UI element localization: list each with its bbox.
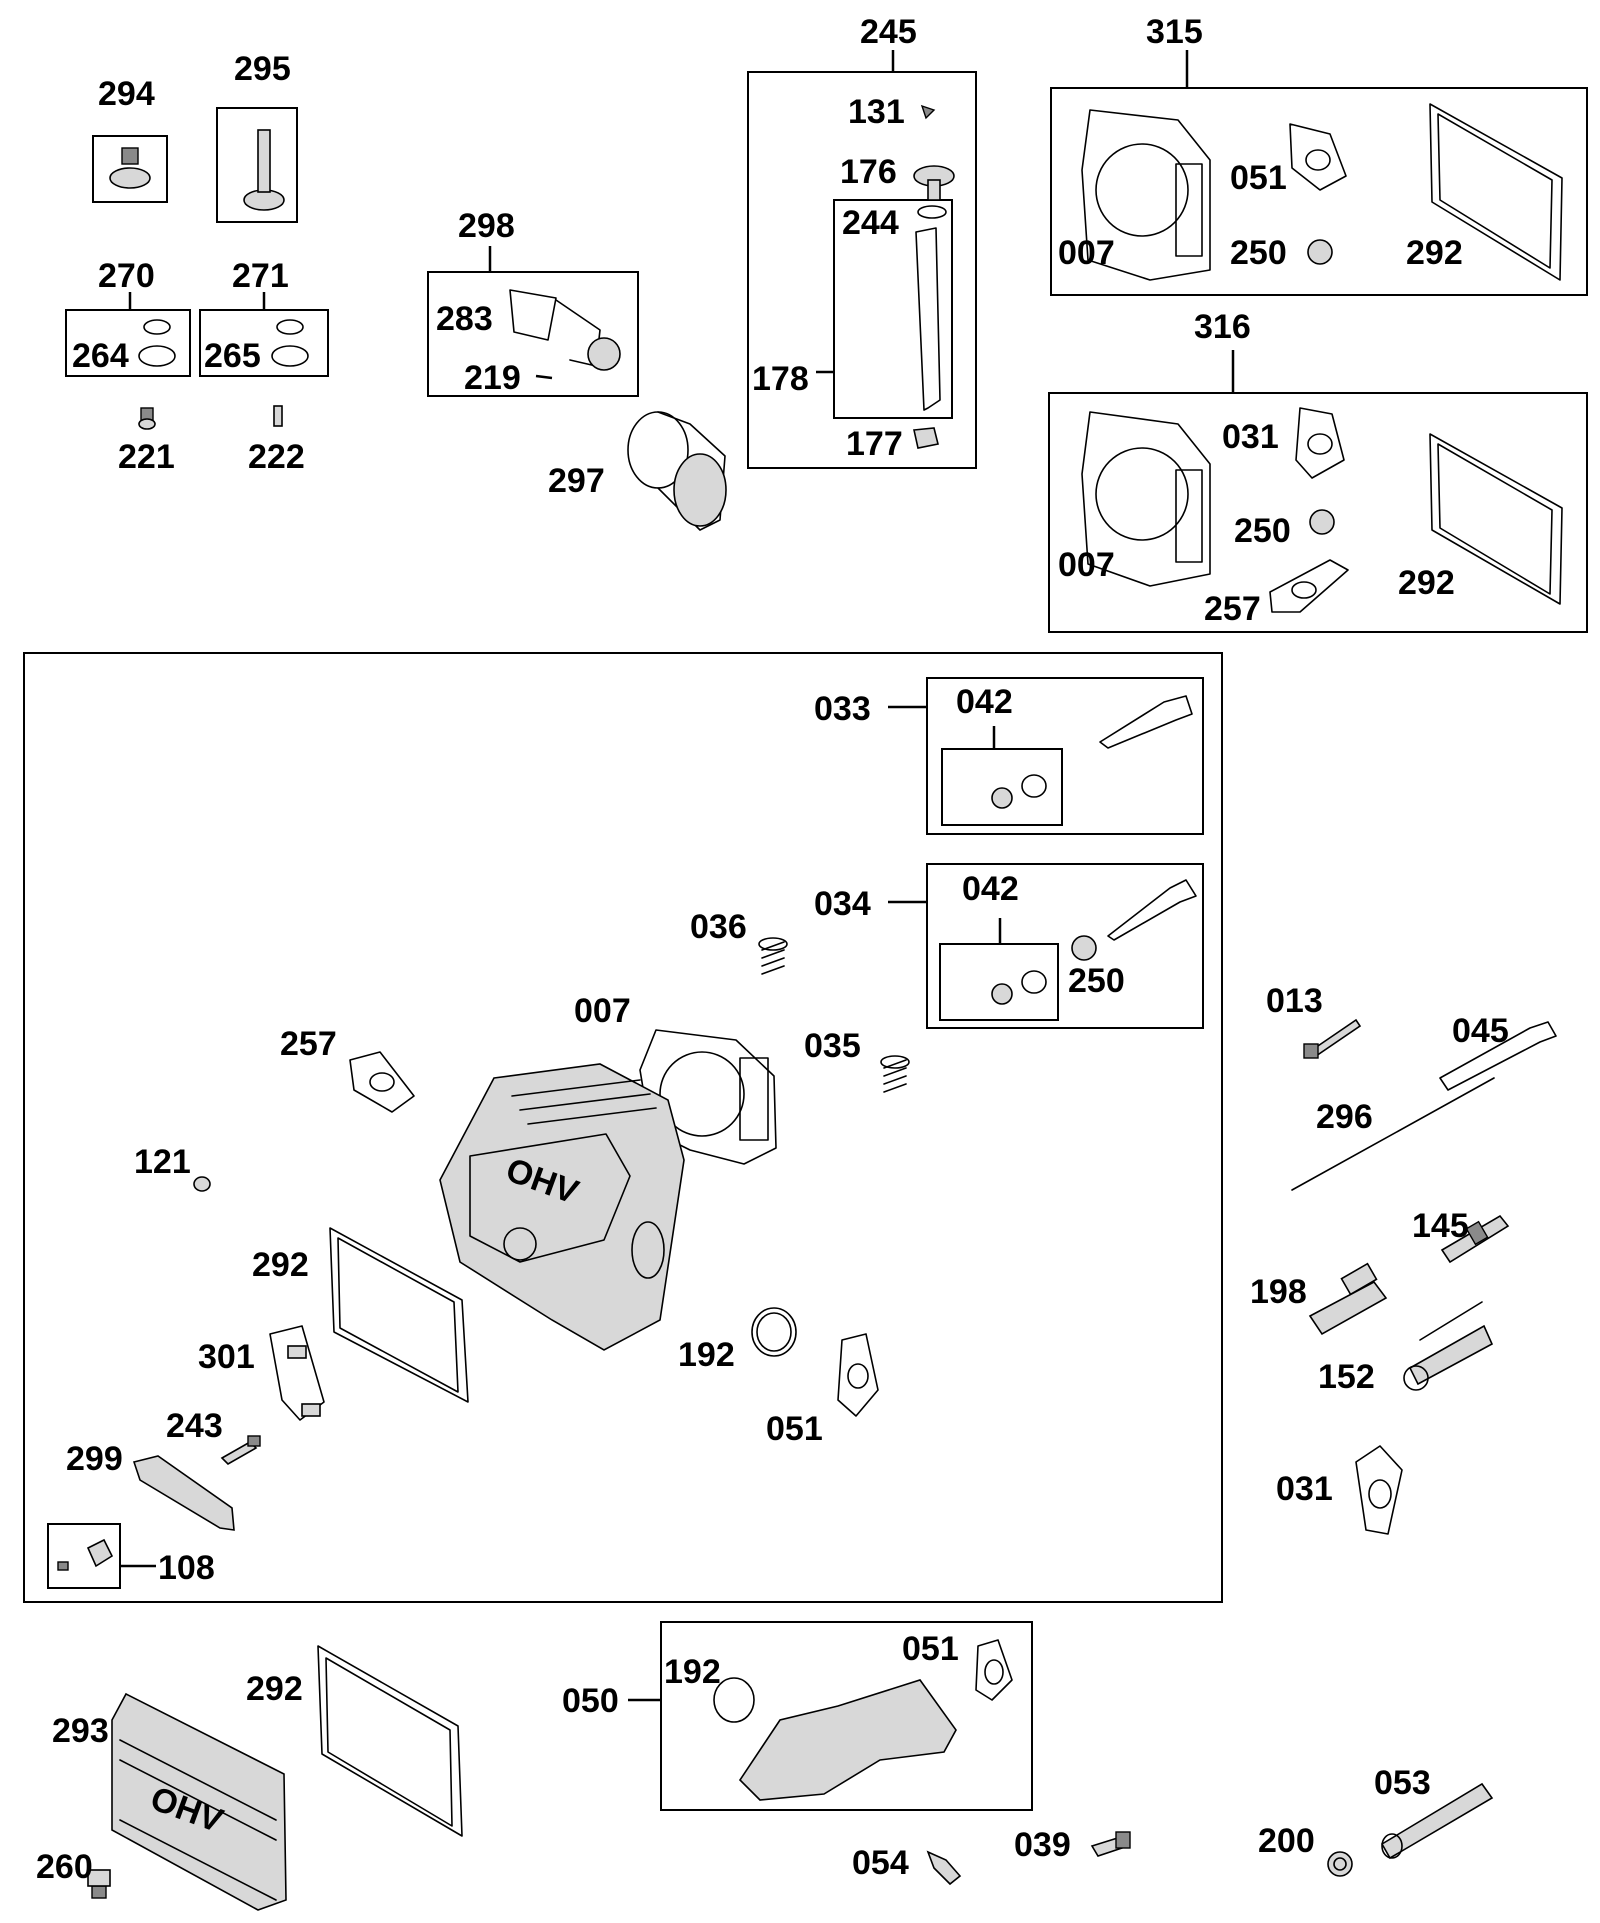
bolt-260-icon: [87, 1869, 111, 1899]
gasket-292-bottom-icon: [317, 1645, 463, 1837]
label-299: 299: [66, 1440, 123, 1478]
screw-222-icon: [273, 405, 283, 427]
label-292-316: 292: [1398, 564, 1455, 602]
fitting-053-icon: [1380, 1782, 1494, 1860]
gasket-kit-316: [1048, 350, 1588, 633]
label-297: 297: [548, 462, 605, 500]
label-221: 221: [118, 438, 175, 476]
label-243: 243: [166, 1407, 223, 1445]
label-051-head: 051: [766, 1410, 823, 1448]
oil-filter-297-icon: [627, 411, 727, 531]
label-007-head: 007: [574, 992, 631, 1030]
label-200: 200: [1258, 1822, 1315, 1860]
label-293: 293: [52, 1712, 109, 1750]
label-007-315: 007: [1058, 234, 1115, 272]
label-013: 013: [1266, 982, 1323, 1020]
part-295-group: [216, 107, 298, 223]
label-250-315: 250: [1230, 234, 1287, 272]
label-054: 054: [852, 1844, 909, 1882]
label-176: 176: [840, 153, 897, 191]
label-292-315: 292: [1406, 234, 1463, 272]
spring-035-icon: [880, 1055, 910, 1093]
label-145: 145: [1412, 1207, 1469, 1245]
label-053: 053: [1374, 1764, 1431, 1802]
label-007-316: 007: [1058, 546, 1115, 584]
gasket-kit-315: [1050, 50, 1588, 296]
label-250-316: 250: [1234, 512, 1291, 550]
part-294-group: [92, 135, 168, 203]
spark-plug-145-icon: [1440, 1214, 1510, 1264]
label-031-right: 031: [1276, 1470, 1333, 1508]
bolt-054-icon: [926, 1850, 962, 1886]
label-298: 298: [458, 207, 515, 245]
part-298-kit: [427, 246, 639, 397]
label-264: 264: [72, 337, 129, 375]
label-296: 296: [1316, 1098, 1373, 1136]
part-245-kit: [747, 50, 977, 469]
bolt-013-icon: [1303, 1018, 1362, 1059]
label-051-315: 051: [1230, 159, 1287, 197]
screw-221-icon: [138, 407, 156, 430]
label-271: 271: [232, 257, 289, 295]
label-051-intake: 051: [902, 1630, 959, 1668]
label-292-bottom: 292: [246, 1670, 303, 1708]
cylinder-head-icon: OHV: [439, 1063, 685, 1351]
label-035: 035: [804, 1027, 861, 1065]
part-270-kit: [65, 292, 191, 377]
label-034: 034: [814, 885, 871, 923]
valve-045-icon: [1439, 1021, 1557, 1091]
cylinder-head-assembly-box: OHV: [23, 652, 1223, 1603]
label-265: 265: [204, 337, 261, 375]
label-292-head: 292: [252, 1246, 309, 1284]
label-177: 177: [846, 425, 903, 463]
label-270: 270: [98, 257, 155, 295]
label-257-316: 257: [1204, 590, 1261, 628]
label-033: 033: [814, 690, 871, 728]
label-039: 039: [1014, 1826, 1071, 1864]
label-121: 121: [134, 1143, 191, 1181]
bolt-039-icon: [1090, 1831, 1131, 1857]
nut-200-icon: [1327, 1851, 1353, 1877]
intake-050-kit: [628, 1621, 1033, 1811]
label-050: 050: [562, 1682, 619, 1720]
label-245: 245: [860, 13, 917, 51]
label-250-034: 250: [1068, 962, 1125, 1000]
part-271-kit: [199, 292, 329, 377]
spring-036-icon: [758, 937, 788, 975]
label-045: 045: [1452, 1012, 1509, 1050]
label-192-intake: 192: [664, 1653, 721, 1691]
tool-198-icon: [1308, 1262, 1388, 1336]
label-295: 295: [234, 50, 291, 88]
valve-cover-293-icon: OHV: [111, 1692, 287, 1911]
label-219: 219: [464, 359, 521, 397]
label-178: 178: [752, 360, 809, 398]
label-315: 315: [1146, 13, 1203, 51]
label-031-316: 031: [1222, 418, 1279, 456]
label-198: 198: [1250, 1273, 1307, 1311]
label-260: 260: [36, 1848, 93, 1886]
label-294: 294: [98, 75, 155, 113]
part-number-labels: 294 295 270 271 264 265 221 222 298 283 …: [36, 13, 1509, 1886]
pushrod-296-icon: [1291, 1077, 1495, 1191]
gasket-031-icon: [1355, 1445, 1403, 1535]
tool-152-icon: [1403, 1301, 1494, 1391]
label-042-034: 042: [962, 870, 1019, 908]
label-316: 316: [1194, 308, 1251, 346]
label-283: 283: [436, 300, 493, 338]
label-108: 108: [158, 1549, 215, 1587]
label-152: 152: [1318, 1358, 1375, 1396]
label-222: 222: [248, 438, 305, 476]
label-192-head: 192: [678, 1336, 735, 1374]
label-036: 036: [690, 908, 747, 946]
label-131: 131: [848, 93, 905, 131]
label-257-head: 257: [280, 1025, 337, 1063]
label-301: 301: [198, 1338, 255, 1376]
label-244: 244: [842, 204, 899, 242]
label-042-033: 042: [956, 683, 1013, 721]
